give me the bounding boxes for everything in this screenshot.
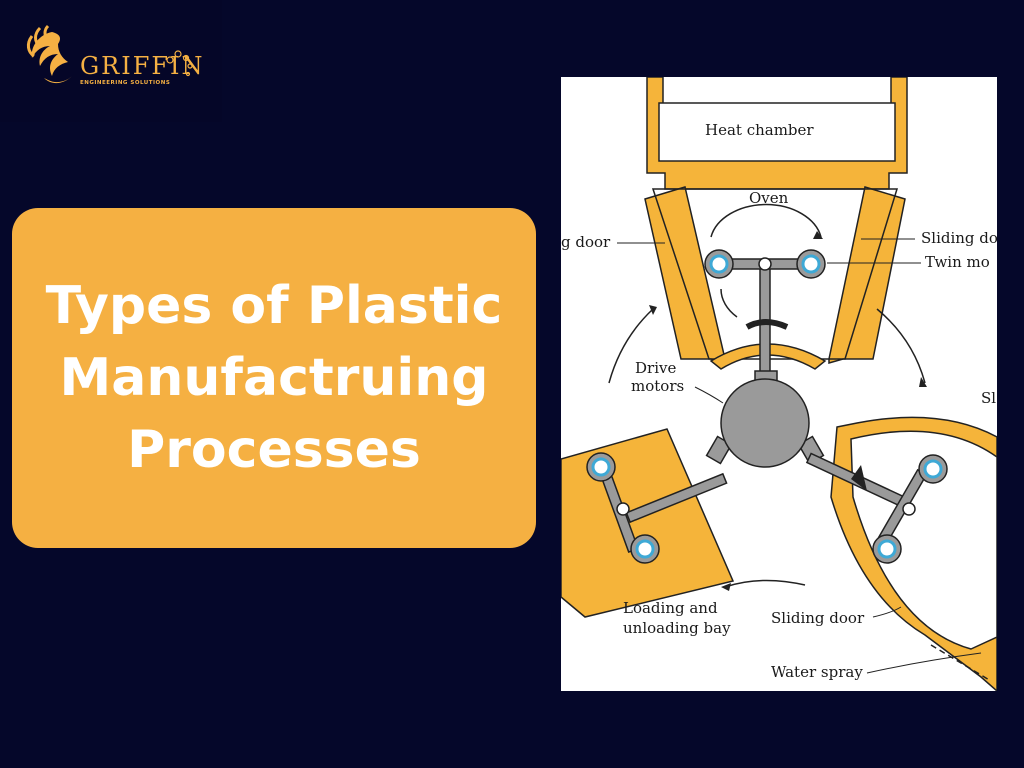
cooling-arm (805, 452, 948, 564)
page-title: Types of Plastic Manufactruing Processes (12, 270, 536, 486)
griffin-logo-icon (26, 24, 72, 84)
label-drive: Drive (635, 359, 676, 377)
label-sliding-door-left: g door (561, 233, 611, 251)
oven-arm (704, 203, 826, 384)
title-line-1: Types of Plastic (45, 276, 503, 336)
label-twin-motors: Twin mo (925, 253, 990, 271)
label-loading: Loading and (623, 599, 718, 617)
label-oven: Oven (749, 189, 789, 207)
brand-name: GRIFFIN (80, 52, 205, 80)
heat-chamber (646, 77, 908, 190)
drive-motor-hub (705, 370, 825, 468)
rotation-arrows (608, 305, 927, 591)
leader-lines (617, 238, 982, 674)
oven-chamber (644, 186, 906, 370)
bubbles-icon (166, 50, 193, 77)
label-water-spray: Water spray (771, 663, 863, 681)
label-motors: motors (631, 377, 684, 395)
title-card: Types of Plastic Manufactruing Processes (12, 208, 536, 548)
logo-panel: GRIFFIN ENGINEERING SOLUTIONS (0, 0, 222, 122)
label-right-clip: Sl (981, 389, 996, 407)
label-heat-chamber: Heat chamber (705, 121, 814, 139)
label-sliding-door-bottom: Sliding door (771, 609, 865, 627)
loading-bay (561, 428, 735, 618)
cooling-chamber (830, 416, 997, 691)
label-unloading-bay: unloading bay (623, 619, 731, 637)
rotational-molding-diagram: Heat chamber Oven g door Sliding do Twin… (561, 77, 997, 691)
title-line-3: Processes (127, 420, 421, 480)
brand-tagline: ENGINEERING SOLUTIONS (80, 80, 171, 86)
label-sliding-door-right: Sliding do (921, 229, 997, 247)
title-line-2: Manufactruing (59, 348, 489, 408)
